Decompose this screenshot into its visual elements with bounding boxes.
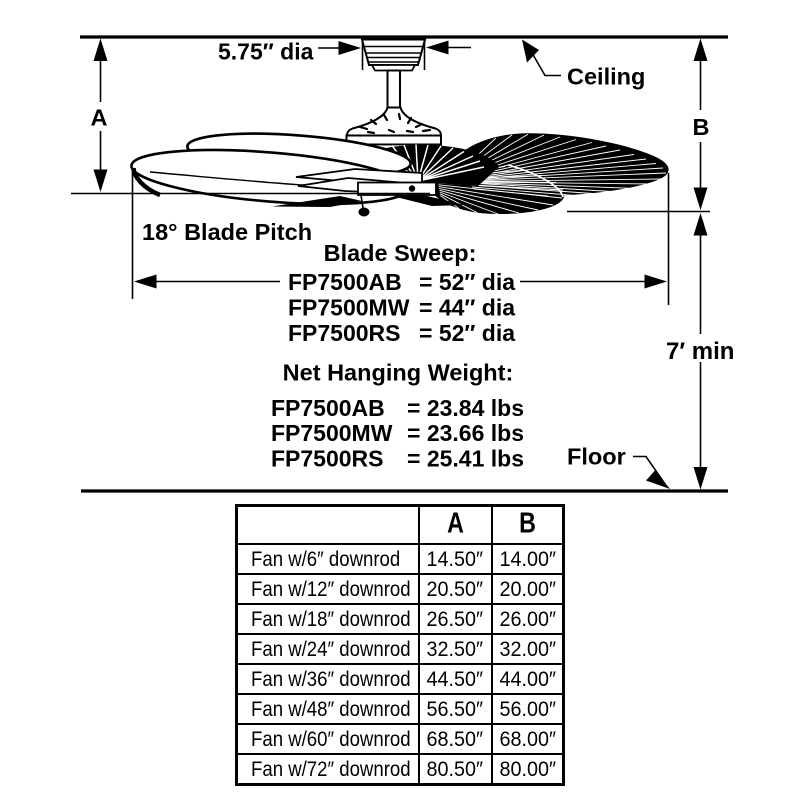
svg-text:5.75″ dia: 5.75″ dia [218, 39, 314, 65]
svg-text:= 23.84 lbs: = 23.84 lbs [407, 395, 524, 421]
svg-text:FP7500MW: FP7500MW [271, 420, 393, 446]
svg-text:FP7500RS: FP7500RS [288, 320, 401, 346]
svg-text:= 23.66 lbs: = 23.66 lbs [407, 420, 524, 446]
svg-text:= 44″ dia: = 44″ dia [419, 295, 515, 321]
svg-text:7′ min: 7′ min [666, 338, 734, 365]
svg-text:18° Blade Pitch: 18° Blade Pitch [142, 219, 312, 245]
svg-text:FP7500RS: FP7500RS [271, 446, 384, 472]
svg-text:FP7500AB: FP7500AB [271, 395, 385, 421]
svg-text:= 52″ dia: = 52″ dia [419, 320, 515, 346]
svg-text:Floor: Floor [567, 444, 626, 470]
svg-text:Blade Sweep:: Blade Sweep: [324, 240, 477, 266]
svg-text:B: B [693, 114, 710, 140]
svg-text:Ceiling: Ceiling [567, 64, 645, 90]
svg-text:= 52″ dia: = 52″ dia [419, 269, 515, 295]
svg-text:FP7500AB: FP7500AB [288, 269, 402, 295]
svg-text:Net Hanging Weight:: Net Hanging Weight: [283, 360, 514, 386]
svg-text:= 25.41 lbs: = 25.41 lbs [407, 446, 524, 472]
svg-text:FP7500MW: FP7500MW [288, 295, 410, 321]
svg-text:A: A [91, 105, 108, 131]
